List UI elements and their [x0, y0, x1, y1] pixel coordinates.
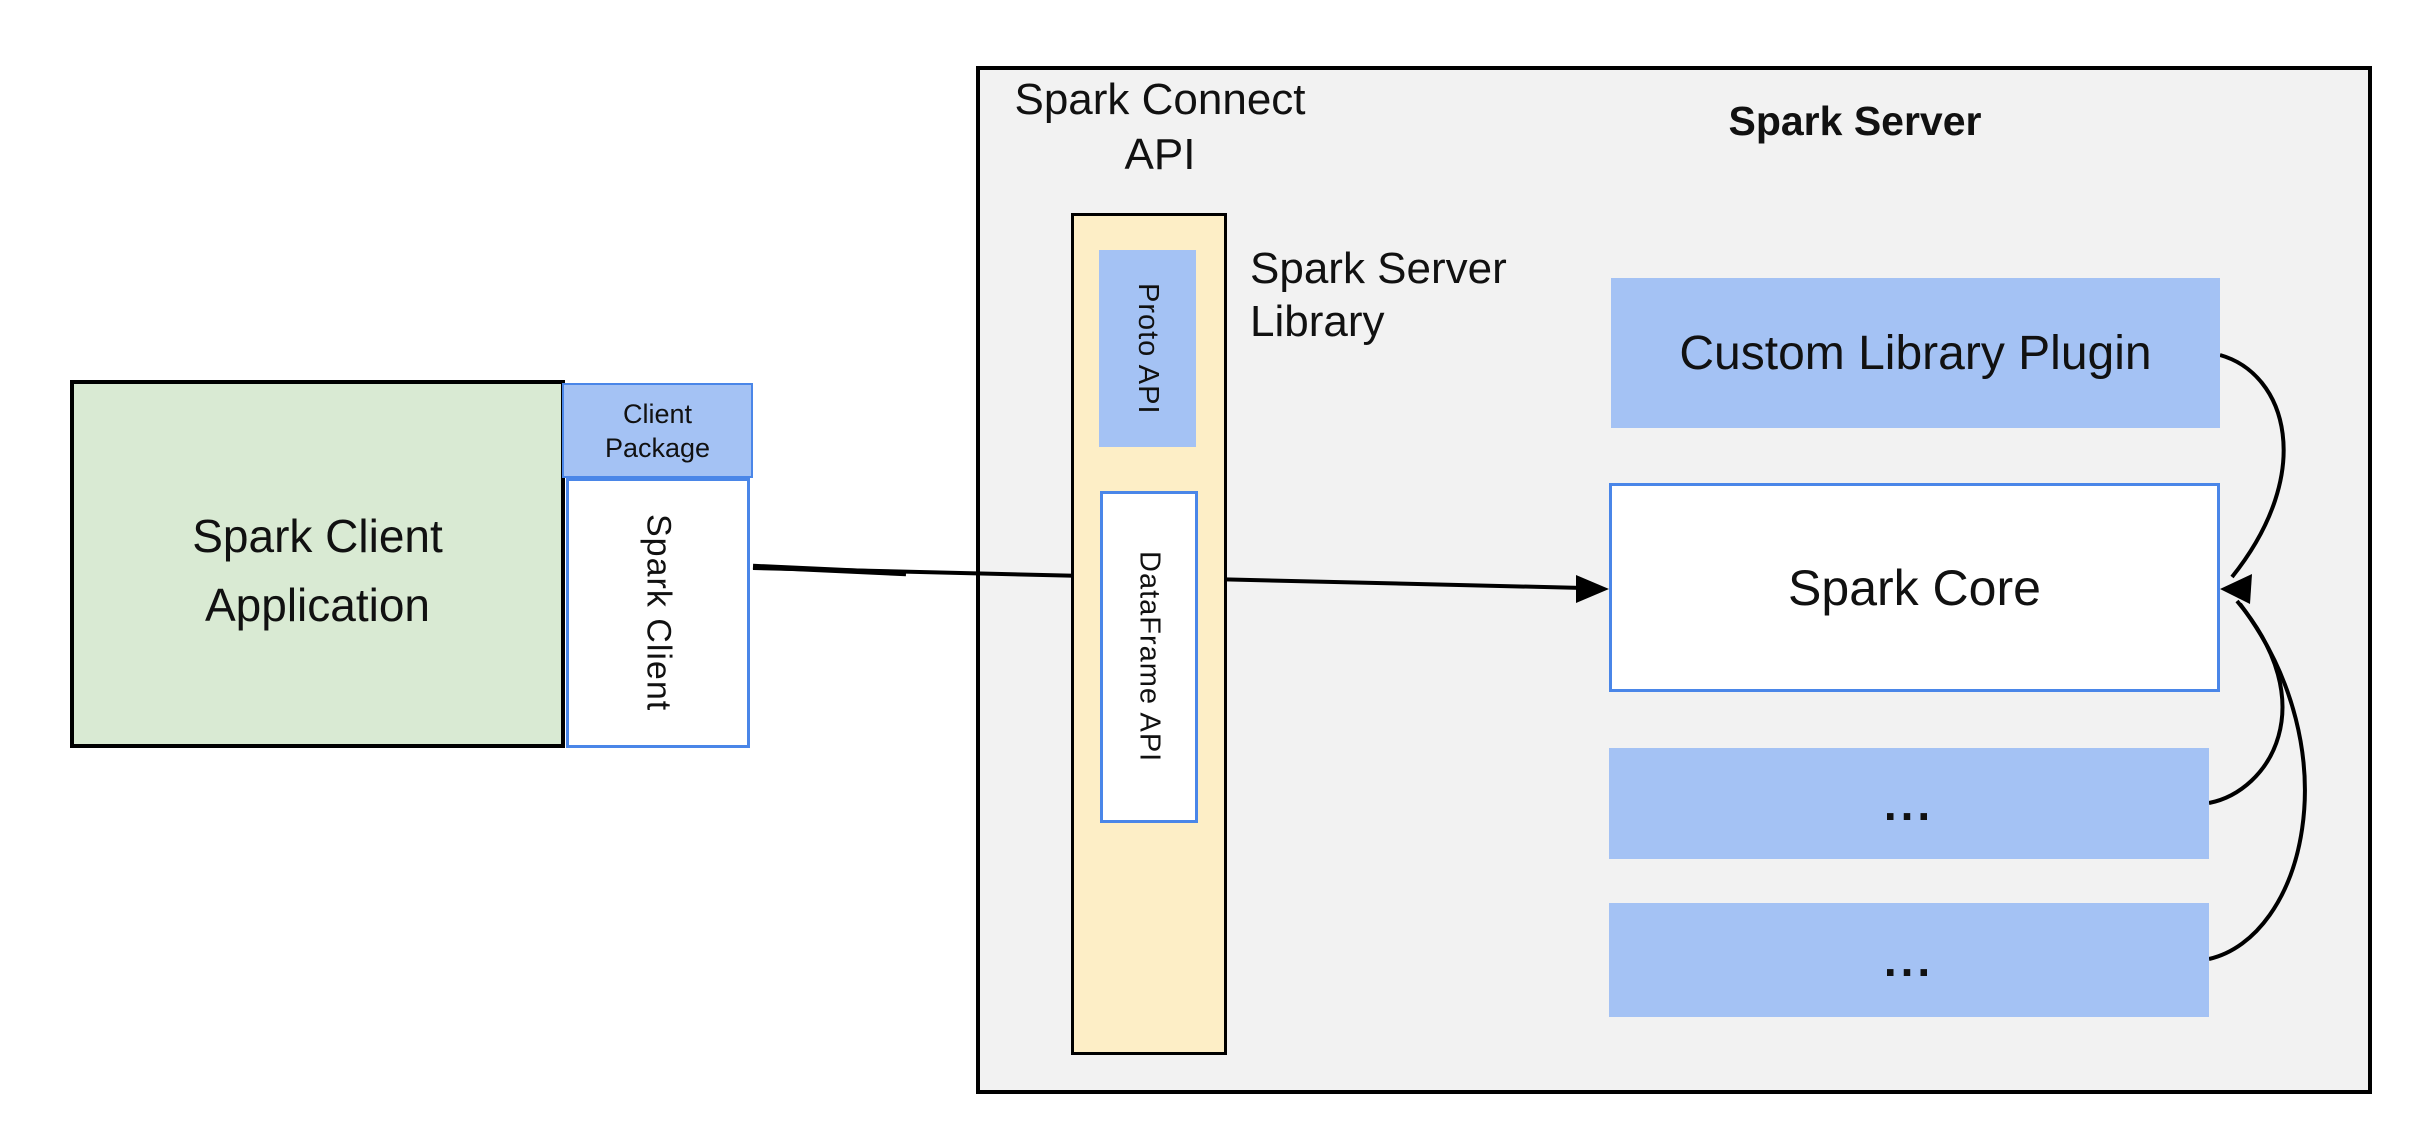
dataframe-api-box: DataFrame API: [1100, 491, 1198, 823]
spark-connect-api-label-line1: Spark Connect: [1014, 75, 1306, 124]
spark-server-library-label: Spark Server Library: [1250, 242, 1670, 348]
spark-connect-api-label: Spark Connect API: [990, 72, 1330, 182]
proto-api-box: Proto API: [1099, 250, 1196, 447]
spark-core-label: Spark Core: [1788, 559, 2041, 616]
ellipsis-label-1: ...: [1883, 777, 1935, 830]
ellipsis-label-2: ...: [1883, 934, 1935, 986]
spark-server-title: Spark Server: [1728, 98, 1982, 144]
dataframe-api-label: DataFrame API: [1133, 551, 1166, 763]
spark-server-library-label-line2: Library: [1250, 297, 1385, 346]
client-package-label-line1: Client: [622, 398, 693, 429]
custom-library-plugin-label: Custom Library Plugin: [1679, 326, 2152, 380]
spark-client-box: Spark Client: [566, 478, 750, 748]
spark-client-application-box: Spark Client Application: [70, 380, 565, 748]
client-package-label-line2: Package: [604, 432, 711, 463]
spark-client-application-label-line1: Spark Client: [192, 510, 443, 562]
spark-core-box: Spark Core: [1609, 483, 2220, 692]
custom-library-plugin-box: Custom Library Plugin: [1611, 278, 2220, 428]
ellipsis-box-1: ...: [1609, 748, 2209, 859]
spark-connect-api-label-line2: API: [1124, 130, 1196, 179]
client-package-box: Client Package: [562, 383, 753, 478]
spark-server-library-label-line1: Spark Server: [1250, 244, 1507, 293]
spark-client-label: Spark Client: [639, 514, 678, 712]
spark-client-application-label-line2: Application: [204, 579, 431, 631]
ellipsis-box-2: ...: [1609, 903, 2209, 1017]
proto-api-label: Proto API: [1132, 282, 1164, 415]
